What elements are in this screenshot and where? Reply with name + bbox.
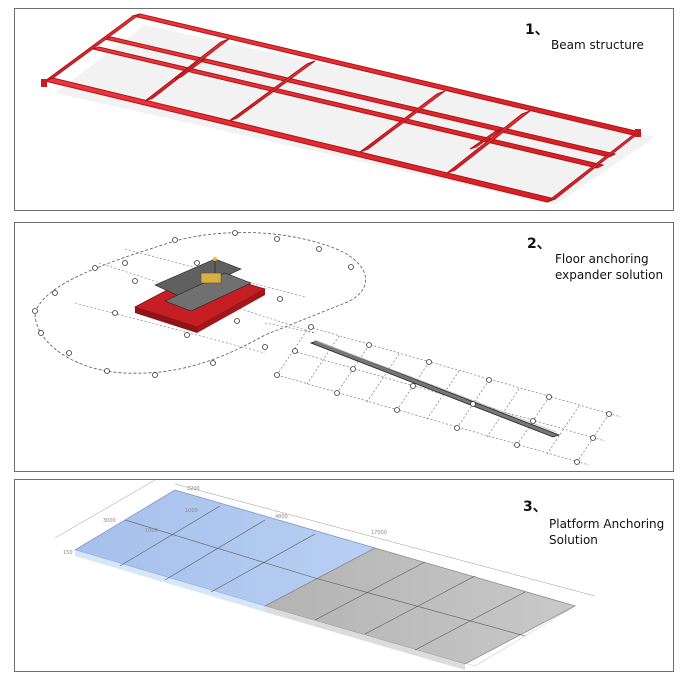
anchor-bolt-icon [32,230,612,465]
panel-platform-anchoring: 3000 1000 2200 1000 4800 17000 150 3、 Pl… [14,479,674,672]
platform-section-grey [263,547,577,670]
expander-machine-icon [133,257,267,333]
beam-end-cap [635,129,641,137]
platform-anchoring-drawing: 3000 1000 2200 1000 4800 17000 150 [54,480,596,670]
panel-caption: Floor anchoring [555,252,649,266]
cross-1 [44,13,141,82]
dimension-label: 1000 [185,508,198,514]
beam-end-cap [41,79,47,87]
dimension-label: 150 [63,550,73,556]
beam-frame [43,13,642,203]
cross-8 [469,128,503,150]
dimension-lines [54,480,596,597]
panel-beam-structure: 1、 Beam structure [14,8,674,211]
rail-mid-2 [91,46,605,169]
floor-anchoring-drawing [32,230,622,466]
panel-floor-anchoring: 2、 Floor anchoring expander solution [14,222,674,472]
dimension-label: 3000 [103,518,116,524]
rail-mid-1 [103,36,617,158]
panel-number: 3、 [523,499,547,515]
platform-panel-seams [119,505,526,651]
dimension-label: 1000 [145,528,158,534]
cross-7 [174,58,206,80]
beam-structure-drawing [41,13,655,205]
panel-caption: Solution [549,533,598,547]
panel-caption: Platform Anchoring [549,517,665,531]
cross-4 [359,90,446,153]
panel-caption: Beam structure [551,38,644,52]
cross-5 [446,110,531,174]
panel-number: 1、 [525,22,549,38]
dimension-label: 4800 [275,514,288,520]
dimension-label: 2200 [187,486,200,492]
dimension-label: 17000 [371,530,387,536]
cross-3 [228,60,316,122]
anchor-loop-path [34,232,367,374]
grid-beam [309,340,561,438]
panel-number: 2、 [527,236,551,252]
panel-caption: expander solution [555,268,664,282]
